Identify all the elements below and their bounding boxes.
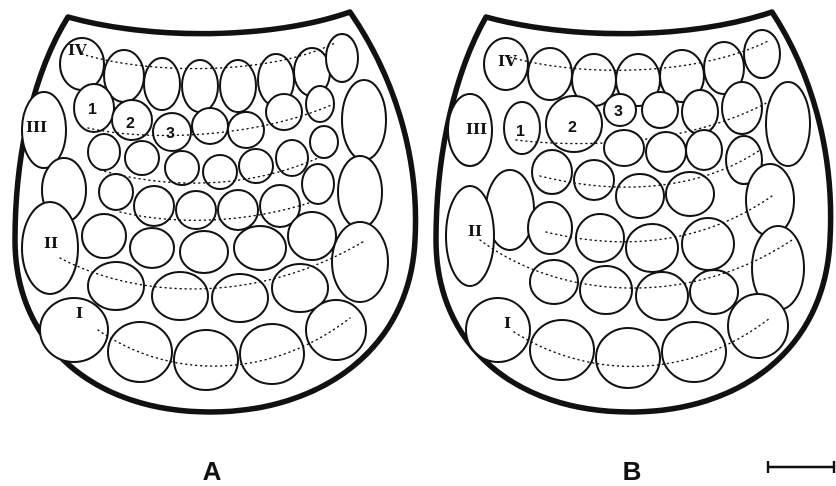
- panel-a: IV III II I 1 2 3 A: [15, 12, 416, 486]
- panel-a-cell-label-3: 3: [166, 125, 175, 142]
- panel-b-row-label-ii: II: [468, 222, 482, 240]
- panel-b-row-label-iii: III: [466, 120, 487, 138]
- panel-a-label: A: [203, 456, 222, 486]
- panel-a-row-label-iv: IV: [68, 41, 87, 59]
- panel-a-row-label-ii: II: [44, 234, 58, 252]
- panel-b-row-label-i: I: [504, 314, 511, 332]
- scale-bar: [768, 461, 834, 473]
- panel-b-cell-label-2: 2: [568, 119, 577, 136]
- panel-b: IV III II I 1 2 3 B: [436, 12, 831, 486]
- panel-a-cell-label-1: 1: [88, 101, 97, 118]
- panel-b-cell-label-1: 1: [516, 123, 525, 140]
- panel-b-row-label-iv: IV: [498, 52, 517, 70]
- panel-b-cell-label-3: 3: [614, 103, 623, 120]
- panel-b-label: B: [623, 456, 642, 486]
- panel-a-row-label-iii: III: [26, 118, 47, 136]
- panel-a-cell-label-2: 2: [126, 115, 135, 132]
- panel-a-row-label-i: I: [76, 304, 83, 322]
